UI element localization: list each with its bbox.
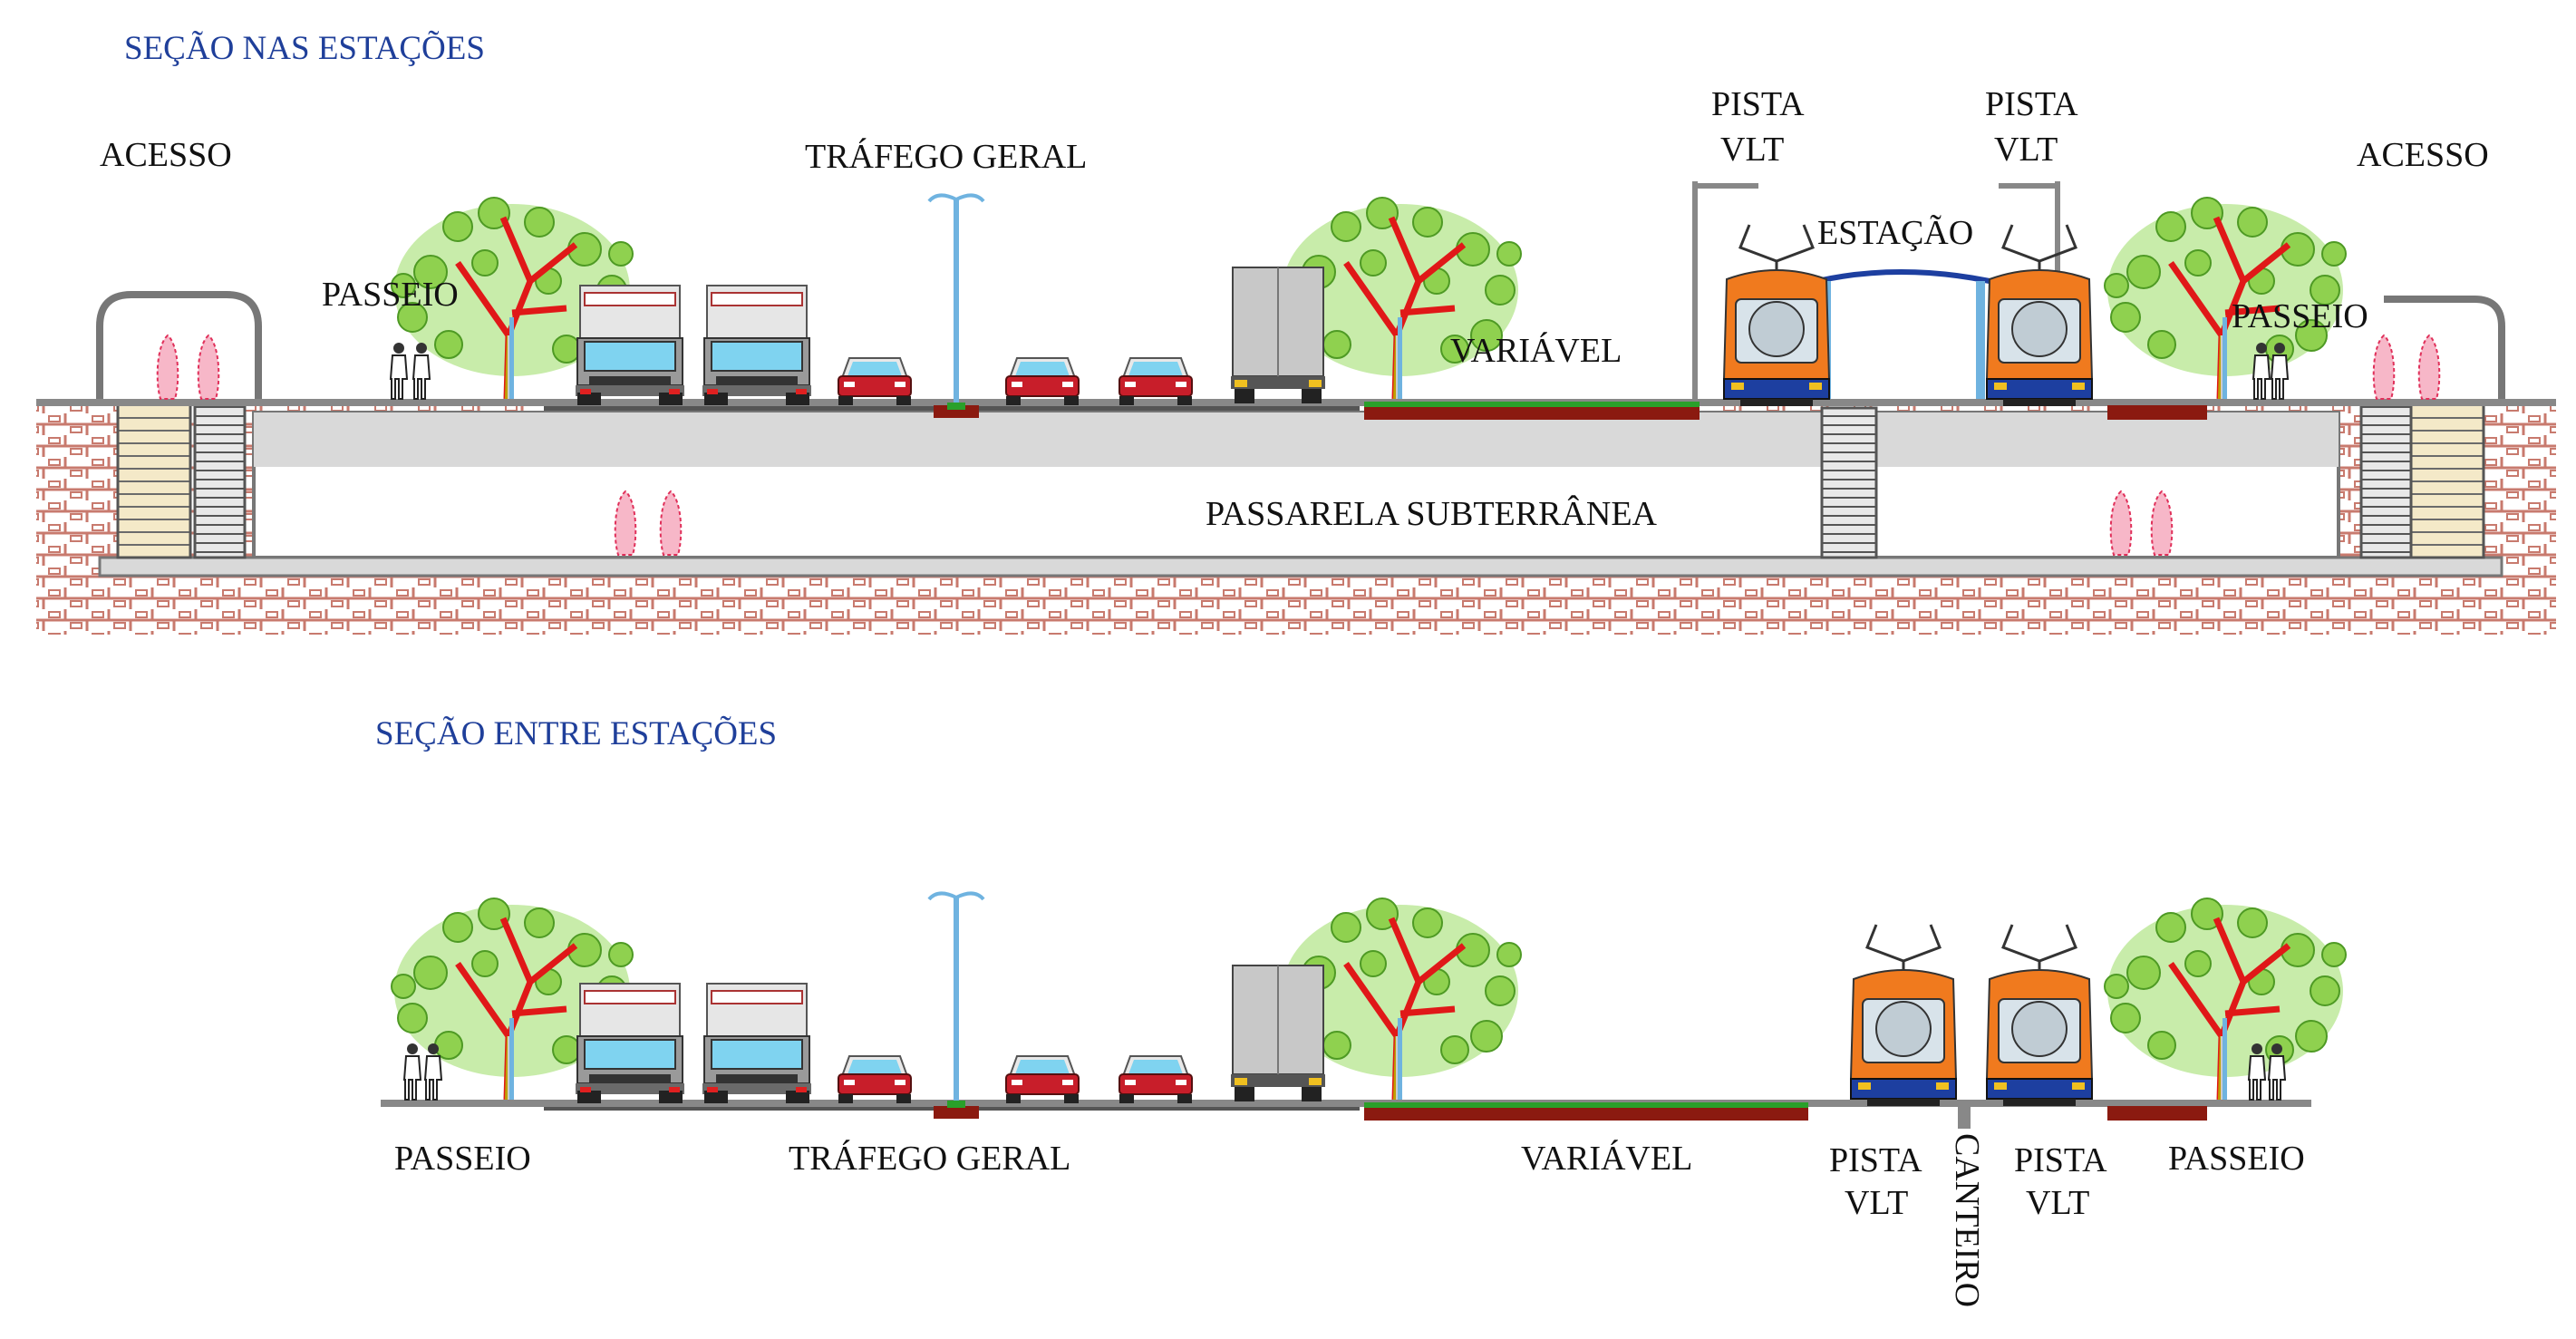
road-surface xyxy=(36,399,2556,406)
car-icon xyxy=(1005,357,1080,406)
stairs-icon xyxy=(1820,406,1878,559)
pista-right-label-2: VLT xyxy=(1994,131,2058,169)
acesso-right-label: ACESSO xyxy=(2357,136,2489,174)
stairs-icon xyxy=(2409,402,2485,559)
streetlight-icon xyxy=(927,891,985,1110)
pista-left-label-2: VLT xyxy=(1845,1184,1909,1222)
access-canopy-icon xyxy=(2384,296,2505,403)
median xyxy=(2107,1106,2207,1121)
passeio-right-label: PASSEIO xyxy=(2168,1140,2305,1178)
acesso-left-label: ACESSO xyxy=(100,136,232,174)
car-icon xyxy=(838,1055,912,1104)
pedestrian-icon xyxy=(156,335,179,400)
pedestrian-icon xyxy=(412,342,431,400)
trafego-label: TRÁFEGO GERAL xyxy=(805,138,1088,176)
truck-icon xyxy=(575,285,685,406)
stairs-icon xyxy=(116,402,192,559)
pista-left-label-1: PISTA xyxy=(1829,1141,1922,1179)
pista-left-label-2: VLT xyxy=(1720,131,1785,169)
section-station xyxy=(36,181,2556,635)
vlt-train-icon xyxy=(1722,223,1831,408)
station-canopy-icon xyxy=(1804,269,2003,406)
truck-icon xyxy=(702,983,812,1104)
car-icon xyxy=(1119,1055,1193,1104)
passarela-label: PASSARELA SUBTERRÂNEA xyxy=(1206,495,1657,533)
vlt-train-icon xyxy=(1985,223,2094,408)
vlt-train-icon xyxy=(1849,923,1958,1108)
pista-right-label-1: PISTA xyxy=(2014,1141,2107,1179)
canteiro-label: CANTEIRO xyxy=(1948,1133,1986,1308)
streetlight-icon xyxy=(927,193,985,412)
passeio-left-label: PASSEIO xyxy=(394,1140,531,1178)
section-between xyxy=(381,891,2346,1129)
car-icon xyxy=(1005,1055,1080,1104)
car-icon xyxy=(838,357,912,406)
pista-right-label-2: VLT xyxy=(2026,1184,2090,1222)
median xyxy=(1364,1106,1808,1121)
pista-left-label-1: PISTA xyxy=(1711,85,1805,123)
median xyxy=(1364,405,1700,420)
variavel-label: VARIÁVEL xyxy=(1521,1140,1693,1178)
vlt-train-icon xyxy=(1985,923,2094,1108)
trafego-label: TRÁFEGO GERAL xyxy=(789,1140,1071,1178)
truck-icon xyxy=(1230,965,1326,1102)
passeio-right-label: PASSEIO xyxy=(2232,297,2368,335)
road-surface xyxy=(381,1100,2311,1107)
pedestrian-icon xyxy=(2372,335,2396,400)
variavel-label: VARIÁVEL xyxy=(1450,332,1622,370)
pedestrian-icon xyxy=(403,1043,421,1101)
pedestrian-icon xyxy=(390,342,408,400)
section-between-title: SEÇÃO ENTRE ESTAÇÕES xyxy=(375,715,778,752)
pista-right-label-1: PISTA xyxy=(1985,85,2078,123)
passeio-left-label: PASSEIO xyxy=(322,276,459,314)
car-icon xyxy=(1119,357,1193,406)
truck-icon xyxy=(702,285,812,406)
truck-icon xyxy=(575,983,685,1104)
access-canopy-icon xyxy=(96,291,262,403)
pedestrian-icon xyxy=(197,335,220,400)
tree-icon xyxy=(2105,898,2346,1100)
estacao-label: ESTAÇÃO xyxy=(1817,214,1974,252)
pedestrian-icon xyxy=(2417,335,2441,400)
section-station-title: SEÇÃO NAS ESTAÇÕES xyxy=(124,30,485,67)
median xyxy=(2107,405,2207,420)
truck-icon xyxy=(1230,267,1326,404)
